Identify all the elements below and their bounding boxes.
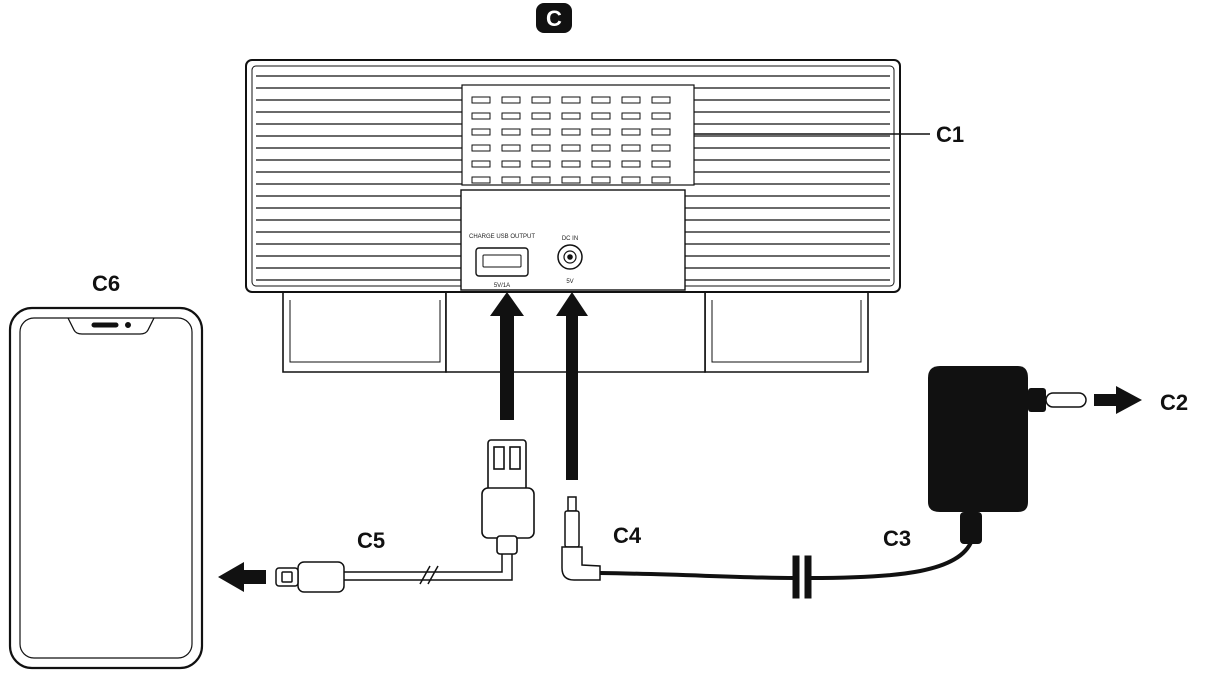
vent-slot bbox=[501, 144, 521, 152]
to-wall-arrow bbox=[1094, 386, 1142, 414]
vent-slot bbox=[501, 176, 521, 184]
label-c4: C4 bbox=[613, 523, 642, 548]
to-phone-arrow bbox=[218, 562, 266, 592]
vent-slot bbox=[651, 160, 671, 168]
vent-slot bbox=[591, 112, 611, 120]
section-badge: C bbox=[536, 3, 572, 33]
device-left-foot bbox=[282, 290, 447, 373]
vent-slot bbox=[621, 112, 641, 120]
vent-slot bbox=[591, 96, 611, 104]
label-c2: C2 bbox=[1160, 390, 1188, 415]
vent-slot bbox=[651, 96, 671, 104]
dc-cable bbox=[599, 539, 974, 599]
vent-slot bbox=[561, 128, 581, 136]
vent-slot bbox=[531, 144, 551, 152]
vent-slot bbox=[561, 176, 581, 184]
vent-slot bbox=[621, 144, 641, 152]
vent-slot bbox=[471, 112, 491, 120]
vent-slot bbox=[531, 176, 551, 184]
vent-slot bbox=[531, 112, 551, 120]
vent-grid bbox=[471, 96, 671, 184]
device-right-foot bbox=[704, 290, 869, 373]
vent-slot bbox=[501, 96, 521, 104]
usb-up-arrow bbox=[490, 292, 524, 420]
adapter-prongs bbox=[1045, 392, 1087, 408]
vent-slot bbox=[651, 176, 671, 184]
vent-slot bbox=[501, 112, 521, 120]
dc-barrel-plug bbox=[561, 496, 601, 581]
vent-slot bbox=[621, 160, 641, 168]
vent-slot bbox=[471, 128, 491, 136]
vent-slot bbox=[471, 176, 491, 184]
dc-port-label-bottom: 5V bbox=[566, 279, 573, 285]
vent-slot bbox=[621, 176, 641, 184]
vent-slot bbox=[561, 112, 581, 120]
vent-slot bbox=[561, 144, 581, 152]
lightning-plug bbox=[275, 561, 345, 593]
vent-slot bbox=[471, 96, 491, 104]
vent-slot bbox=[471, 144, 491, 152]
vent-slot bbox=[471, 160, 491, 168]
section-badge-label: C bbox=[546, 6, 562, 31]
vent-slot bbox=[561, 160, 581, 168]
label-c6: C6 bbox=[92, 271, 120, 296]
vent-slot bbox=[591, 160, 611, 168]
usb-port-label-top: CHARGE USB OUTPUT bbox=[469, 234, 535, 240]
usb-port-label-bottom: 5V/1A bbox=[494, 283, 510, 289]
vent-slot bbox=[561, 96, 581, 104]
vent-slot bbox=[501, 160, 521, 168]
dc-up-arrow bbox=[556, 292, 588, 480]
vent-slot bbox=[591, 144, 611, 152]
vent-slot bbox=[651, 112, 671, 120]
vent-slot bbox=[651, 128, 671, 136]
vent-slot bbox=[621, 96, 641, 104]
usb-a-plug bbox=[481, 439, 535, 555]
label-c1: C1 bbox=[936, 122, 964, 147]
usb-port bbox=[475, 247, 529, 277]
vent-slot bbox=[501, 128, 521, 136]
wall-adapter bbox=[928, 366, 1046, 544]
dc-port-label-top: DC IN bbox=[562, 236, 578, 242]
vent-slot bbox=[531, 96, 551, 104]
label-c5: C5 bbox=[357, 528, 385, 553]
usb-cable bbox=[344, 554, 513, 585]
vent-slot bbox=[531, 160, 551, 168]
vent-slot bbox=[651, 144, 671, 152]
smartphone bbox=[8, 306, 204, 670]
label-c3: C3 bbox=[883, 526, 911, 551]
vent-slot bbox=[531, 128, 551, 136]
vent-slot bbox=[591, 176, 611, 184]
vent-slot bbox=[621, 128, 641, 136]
vent-slot bbox=[591, 128, 611, 136]
